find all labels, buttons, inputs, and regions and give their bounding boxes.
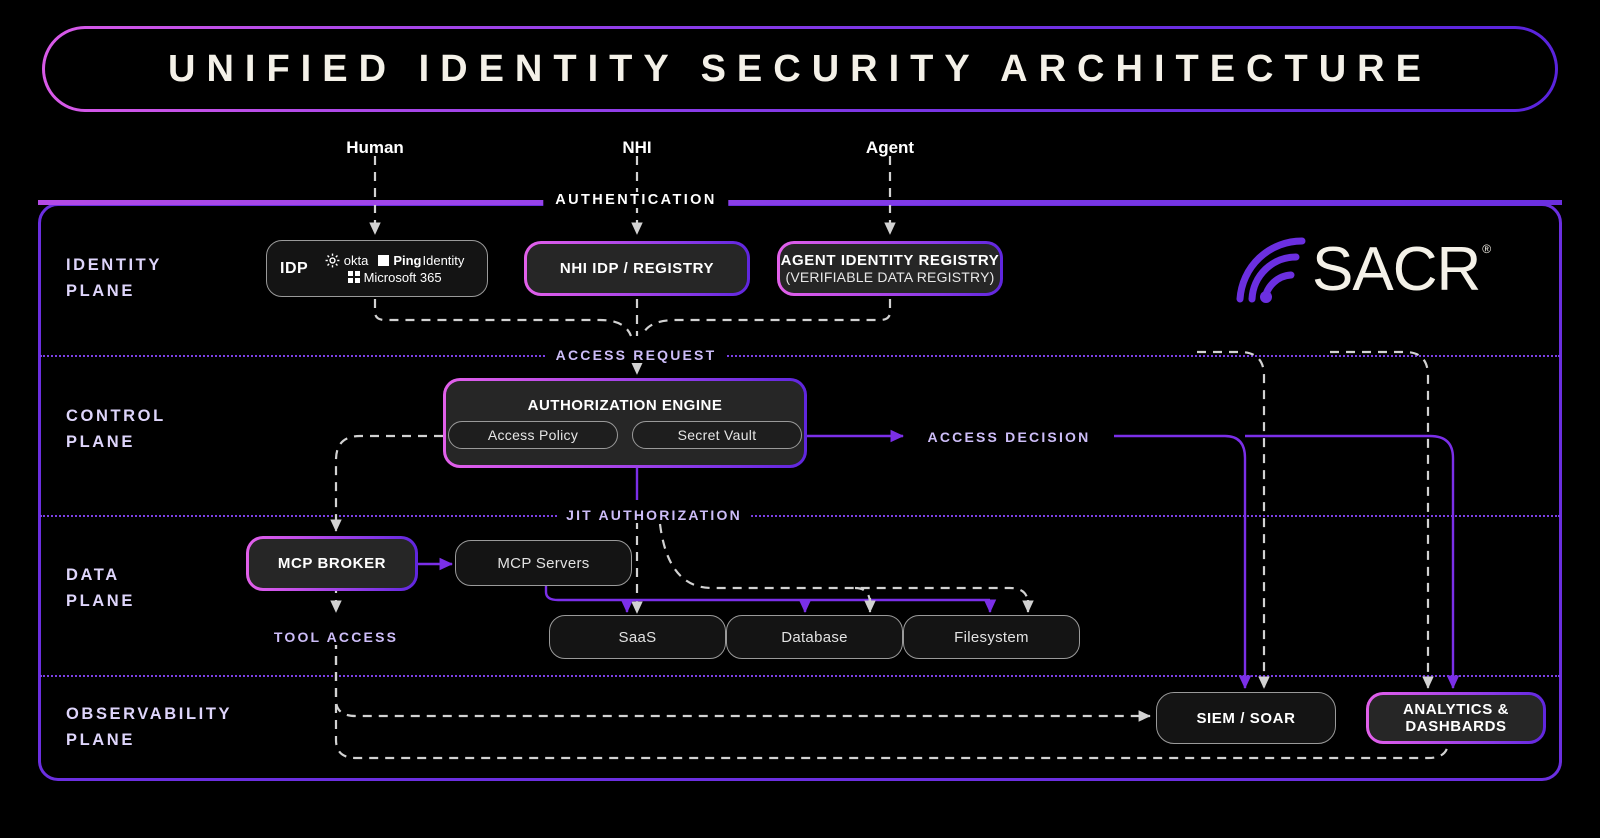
plane-label-control-line2: PLANE bbox=[66, 432, 135, 451]
pill-access-policy[interactable]: Access Policy bbox=[448, 421, 618, 449]
registered-trademark-mark: ® bbox=[1482, 242, 1492, 256]
tool-access-label: TOOL ACCESS bbox=[264, 629, 408, 645]
plane-label-observability-line2: PLANE bbox=[66, 730, 135, 749]
target-filesystem-box[interactable]: Filesystem bbox=[903, 615, 1080, 659]
mcp-broker-title: MCP BROKER bbox=[277, 555, 387, 572]
target-filesystem-title: Filesystem bbox=[954, 628, 1029, 646]
authentication-bar bbox=[38, 200, 1562, 205]
siem-soar-box[interactable]: SIEM / SOAR bbox=[1156, 692, 1336, 744]
vendor-okta-label: okta bbox=[343, 252, 369, 268]
plane-label-control-line1: CONTROL bbox=[66, 407, 166, 425]
plane-label-control: CONTROL PLANE bbox=[66, 404, 166, 455]
plane-label-observability: OBSERVABILITY PLANE bbox=[66, 702, 232, 753]
plane-label-observability-line1: OBSERVABILITY bbox=[66, 705, 233, 723]
target-database-box[interactable]: Database bbox=[726, 615, 903, 659]
ping-square-icon bbox=[378, 254, 390, 266]
target-saas-box[interactable]: SaaS bbox=[549, 615, 726, 659]
target-saas-title: SaaS bbox=[618, 628, 657, 646]
pill-secret-vault[interactable]: Secret Vault bbox=[632, 421, 802, 449]
analytics-dashboards-line2: DASHBARDS bbox=[1405, 718, 1507, 735]
plane-label-identity: IDENTITY PLANE bbox=[66, 253, 162, 304]
actor-label-human: Human bbox=[346, 138, 404, 157]
actor-label-agent: Agent bbox=[865, 138, 915, 157]
vendor-microsoft365: Microsoft 365 bbox=[347, 269, 442, 285]
microsoft-grid-icon bbox=[347, 271, 360, 283]
page-title: UNIFIED IDENTITY SECURITY ARCHITECTURE bbox=[168, 47, 1432, 90]
actor-label-nhi: NHI bbox=[622, 138, 652, 157]
vendor-okta: okta bbox=[325, 252, 369, 268]
plane-label-identity-line1: IDENTITY bbox=[66, 256, 162, 274]
mcp-broker-inner: MCP BROKER bbox=[249, 539, 415, 588]
title-banner-inner: UNIFIED IDENTITY SECURITY ARCHITECTURE bbox=[45, 29, 1555, 109]
authorization-engine-pills: Access Policy Secret Vault bbox=[448, 421, 802, 449]
plane-label-data: DATA PLANE bbox=[66, 563, 135, 614]
analytics-dashboards-inner: ANALYTICS & DASHBARDS bbox=[1369, 695, 1543, 741]
agent-identity-registry-subtitle: (VERIFIABLE DATA REGISTRY) bbox=[785, 269, 995, 285]
nhi-idp-registry-title: NHI IDP / REGISTRY bbox=[559, 260, 715, 277]
nhi-idp-registry-box[interactable]: NHI IDP / REGISTRY bbox=[524, 241, 750, 296]
authorization-engine-inner: AUTHORIZATION ENGINE Access Policy Secre… bbox=[446, 381, 804, 465]
access-request-label: ACCESS REQUEST bbox=[546, 347, 726, 363]
sacr-wifi-mark-icon bbox=[1236, 237, 1306, 303]
mcp-servers-box[interactable]: MCP Servers bbox=[455, 540, 632, 586]
authentication-label: AUTHENTICATION bbox=[543, 192, 729, 208]
mcp-broker-box[interactable]: MCP BROKER bbox=[246, 536, 418, 591]
vendor-microsoft-label: Microsoft 365 bbox=[363, 269, 442, 285]
plane-label-identity-line2: PLANE bbox=[66, 281, 135, 300]
idp-box[interactable]: IDP bbox=[266, 240, 488, 297]
authorization-engine-title: AUTHORIZATION ENGINE bbox=[527, 397, 723, 414]
vendor-pingidentity: Ping Identity bbox=[378, 253, 464, 268]
vendor-ping-label-bold: Ping bbox=[393, 252, 422, 268]
divider-data-observability bbox=[40, 675, 1560, 677]
target-database-title: Database bbox=[781, 628, 848, 646]
idp-vendor-row-2: Microsoft 365 bbox=[347, 269, 442, 285]
agent-identity-registry-title: AGENT IDENTITY REGISTRY bbox=[780, 252, 1000, 269]
siem-soar-title: SIEM / SOAR bbox=[1196, 709, 1296, 727]
idp-label: IDP bbox=[280, 259, 309, 277]
mcp-servers-title: MCP Servers bbox=[497, 554, 590, 572]
authorization-engine-box[interactable]: AUTHORIZATION ENGINE Access Policy Secre… bbox=[443, 378, 807, 468]
divider-control-data bbox=[40, 515, 1560, 517]
agent-identity-registry-inner: AGENT IDENTITY REGISTRY (VERIFIABLE DATA… bbox=[780, 244, 1000, 293]
vendor-ping-label-light: Identity bbox=[422, 252, 465, 268]
okta-sun-icon bbox=[325, 253, 340, 267]
access-decision-label: ACCESS DECISION bbox=[918, 429, 1100, 445]
idp-vendor-row-1: okta Ping Identity bbox=[325, 252, 464, 268]
analytics-dashboards-box[interactable]: ANALYTICS & DASHBARDS bbox=[1366, 692, 1546, 744]
agent-identity-registry-box[interactable]: AGENT IDENTITY REGISTRY (VERIFIABLE DATA… bbox=[777, 241, 1003, 296]
analytics-dashboards-line1: ANALYTICS & bbox=[1402, 701, 1510, 718]
plane-label-data-line2: PLANE bbox=[66, 591, 135, 610]
sacr-wordmark: SACR bbox=[1312, 235, 1481, 304]
sacr-dot-icon bbox=[1260, 291, 1272, 303]
idp-vendor-logos: okta Ping Identity Microsoft 365 bbox=[308, 253, 487, 285]
nhi-idp-registry-inner: NHI IDP / REGISTRY bbox=[527, 244, 747, 293]
divider-identity-control bbox=[40, 355, 1560, 357]
sacr-logo: SACR ® bbox=[1232, 232, 1512, 308]
plane-label-data-line1: DATA bbox=[66, 566, 120, 584]
title-banner: UNIFIED IDENTITY SECURITY ARCHITECTURE bbox=[42, 26, 1558, 112]
jit-authorization-label: JIT AUTHORIZATION bbox=[557, 507, 751, 523]
